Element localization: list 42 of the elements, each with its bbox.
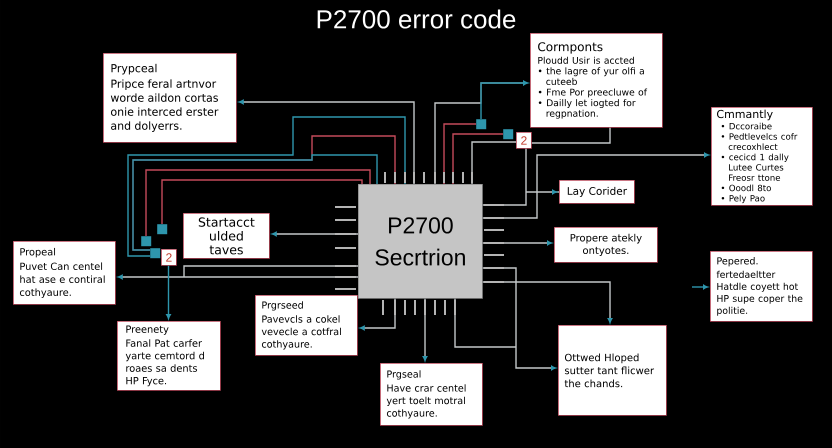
arrow xyxy=(480,80,528,119)
text-box: Lay Corider xyxy=(559,180,635,204)
connector-line xyxy=(127,116,406,257)
connector-line xyxy=(132,154,378,251)
arrow xyxy=(360,298,396,330)
text-box: Pepered. fertedaeltter Hatdle coyett hot HP supe coper the politie. xyxy=(710,251,813,322)
junction-square xyxy=(157,224,168,234)
connector-line xyxy=(443,123,476,184)
text-box: Cormponts Ploudd Usir is accted • the lagre of yur olfi a cuteeb • Fme Por preecluwe of • Dailly let iogted for regpnation. xyxy=(530,33,663,128)
title: P2700 error code xyxy=(318,9,516,29)
arrow xyxy=(454,267,556,370)
arrow xyxy=(272,232,358,236)
arrow xyxy=(238,100,415,184)
number-badge: 2 xyxy=(161,249,177,266)
text-box: Propere atekly ontyotes. xyxy=(554,227,658,263)
junction-square xyxy=(476,119,486,130)
text-box: Ottwed Hloped sutter tant flicwer the chands. xyxy=(558,325,667,416)
text-box: Preenety Fanal Pat carfer yarte cemtord d roaes sa dents HP Fyce. xyxy=(117,321,221,391)
text-box: Prgseal Have crar centel yert toelt motral cothyaure. xyxy=(380,363,483,426)
text-box: Startacct ulded taves xyxy=(183,213,270,259)
arrow xyxy=(166,266,171,320)
arrow xyxy=(482,240,552,246)
text-box: Propeal Puvet Can centel hat ase e contiral cothyaure. xyxy=(13,241,116,305)
chip-box: P2700 Secrtrion xyxy=(358,184,483,299)
text-box: Prypceal Pripce feral artnvor worde aildon cortas onie interced erster and dolyerrs. xyxy=(103,53,237,143)
arrow xyxy=(482,281,612,324)
arrow xyxy=(482,152,710,219)
connector-line xyxy=(452,133,503,184)
arrow xyxy=(422,298,428,362)
arrow xyxy=(482,148,560,206)
text-box: Prgrseed Pavevcls a cokel vevecle a cotfral cothyaure. xyxy=(255,295,358,356)
connector-line xyxy=(471,141,516,184)
number-badge: 2 xyxy=(516,132,532,149)
junction-square xyxy=(503,129,514,140)
connector-line xyxy=(145,169,371,236)
connector-line xyxy=(532,128,611,144)
junction-square xyxy=(141,236,152,246)
arrow xyxy=(118,265,359,280)
junction-square xyxy=(150,248,160,258)
arrow xyxy=(692,284,708,290)
text-box: Cmmantly • Dccoraibe • Pedtlevelcs cofr crecoxhlect • cecicd 1 dally Lutee Curtes Freosr ttone • Ooodl 8to • Pely Pao xyxy=(711,107,813,206)
connector-line xyxy=(161,179,363,224)
